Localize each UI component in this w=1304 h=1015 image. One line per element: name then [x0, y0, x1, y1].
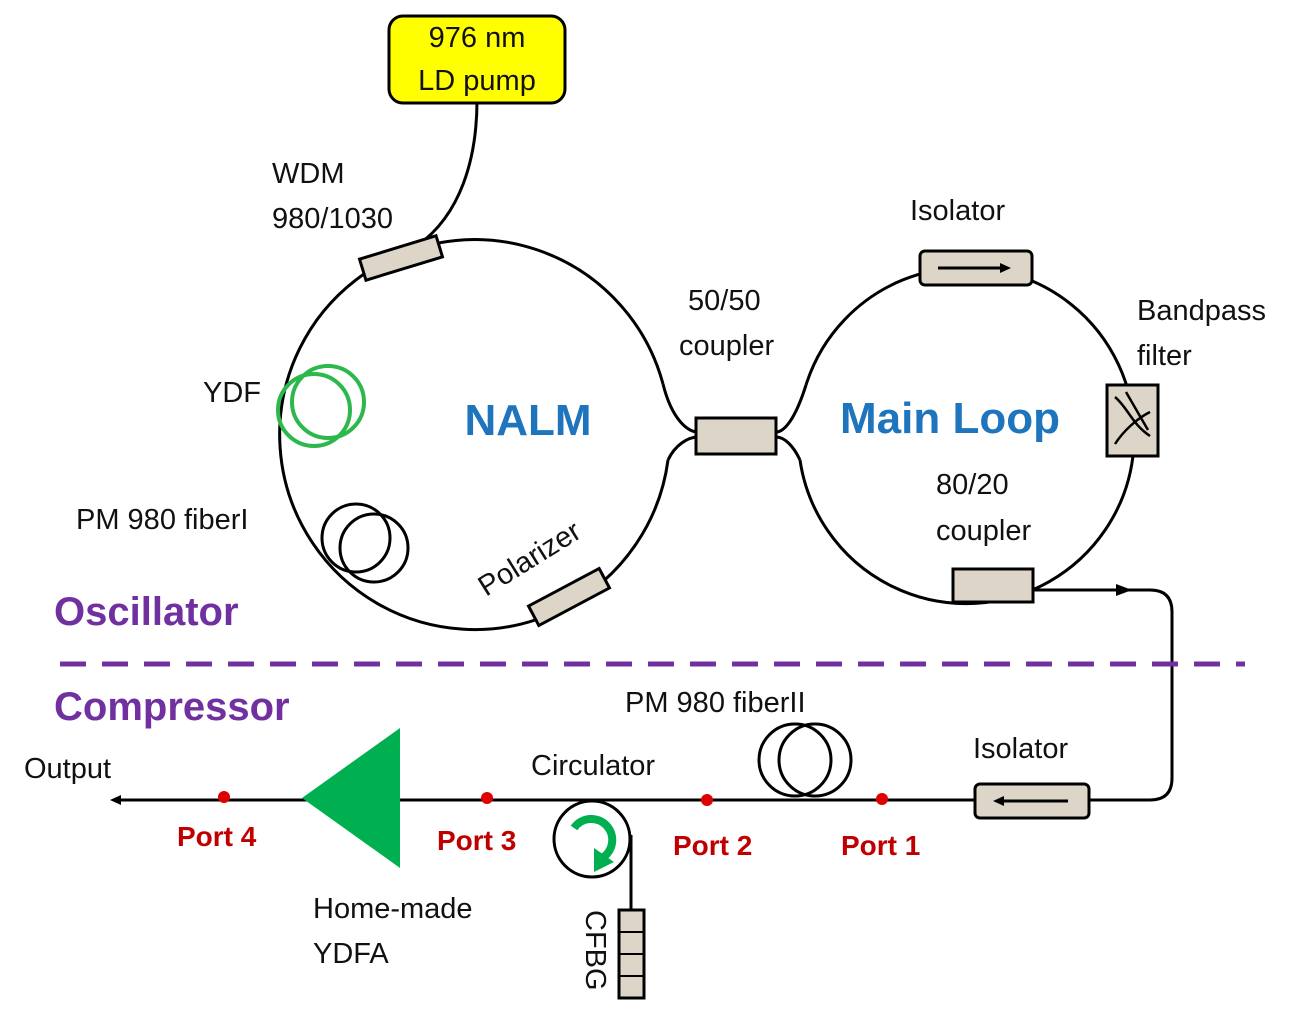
bandpass-filter-icon [1113, 391, 1151, 445]
pm-fiber2-coil-icon [757, 722, 853, 798]
coupler-connection-right-bottom [775, 435, 802, 461]
pm-fiber1-coil-icon [320, 502, 410, 584]
port4-label: Port 4 [177, 821, 257, 852]
port2-label: Port 2 [673, 830, 752, 861]
ydfa-label-line1: Home-made [313, 893, 473, 925]
port1-dot [876, 793, 888, 805]
wdm-component [357, 233, 445, 283]
cfbg-grating-icon [619, 931, 644, 977]
port3-dot [481, 792, 493, 804]
isolator-top-label: Isolator [910, 195, 1005, 227]
pm-fiber2-label: PM 980 fiberII [625, 687, 806, 719]
circulator-label: Circulator [531, 750, 655, 782]
coupler-5050-label-line2: coupler [679, 330, 774, 362]
pump-label-line1: 976 nm [429, 22, 526, 54]
compressor-label: Compressor [54, 685, 290, 729]
coupler-connection-right-top [775, 384, 808, 434]
isolator-bottom-label: Isolator [973, 733, 1068, 765]
bandpass-label-line2: filter [1137, 340, 1192, 372]
coupler-8020-label-line1: 80/20 [936, 469, 1009, 501]
oscillator-label: Oscillator [54, 590, 239, 634]
bandpass-label-line1: Bandpass [1137, 295, 1266, 327]
polarizer-component [526, 566, 612, 628]
circulator-arrow-icon [570, 815, 617, 872]
ydfa-label-line2: YDFA [313, 938, 389, 970]
ydf-coil-icon [276, 364, 366, 448]
oscillator-output-fiber [1033, 588, 1174, 802]
coupler-connection-left-top [661, 383, 699, 434]
cfbg-label: CFBG [579, 910, 611, 991]
oscillator-output-arrow-icon [1116, 584, 1132, 596]
ydfa-amplifier-icon [302, 728, 400, 868]
coupler-5050-component [694, 416, 778, 456]
wdm-label-line2: 980/1030 [272, 203, 393, 235]
coupler-8020-label-line2: coupler [936, 515, 1031, 547]
wdm-label-line1: WDM [272, 158, 344, 190]
port1-label: Port 1 [841, 830, 920, 861]
output-label: Output [24, 753, 111, 785]
port4-dot [218, 791, 230, 803]
ld-pump-box [387, 14, 567, 105]
pump-label-line2: LD pump [418, 65, 536, 97]
pump-fiber [417, 99, 479, 247]
coupler-8020-component [951, 567, 1035, 604]
port2-dot [701, 794, 713, 806]
port3-label: Port 3 [437, 825, 516, 856]
main-loop-label: Main Loop [840, 394, 1060, 443]
coupler-connection-left-bottom [666, 435, 699, 461]
nalm-label: NALM [464, 396, 591, 445]
pm-fiber1-label: PM 980 fiberI [76, 504, 248, 536]
coupler-5050-label-line1: 50/50 [688, 285, 761, 317]
ydf-label: YDF [203, 377, 261, 409]
circulator-body [552, 799, 632, 879]
